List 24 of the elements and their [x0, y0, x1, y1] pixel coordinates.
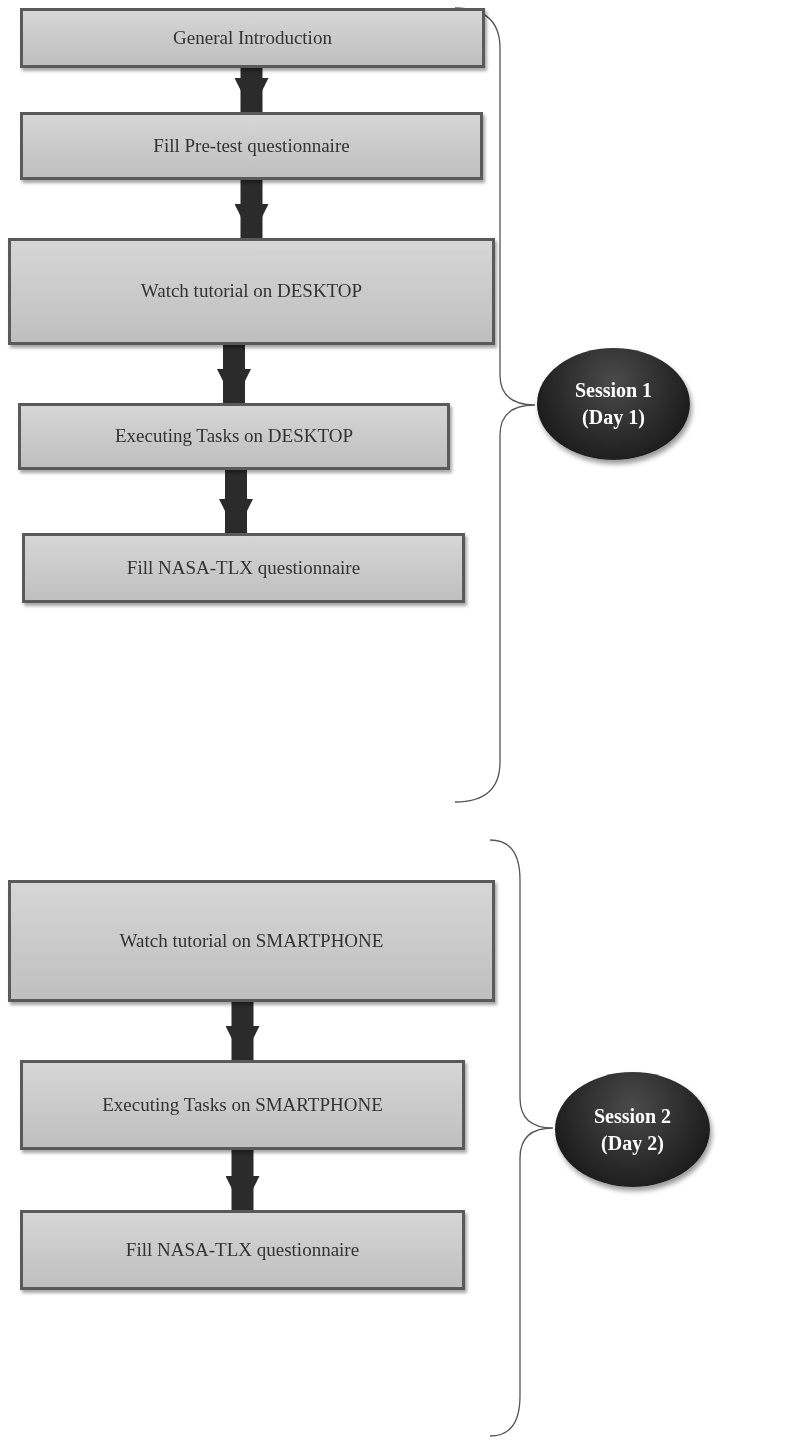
process-box — [8, 238, 495, 345]
step-text: Fill NASA-TLX questionnaire — [126, 555, 361, 580]
step-text: Executing Tasks on DESKTOP — [114, 424, 354, 449]
block-arrow — [225, 1002, 260, 1060]
process-box — [18, 403, 450, 470]
step-text: Watch tutorial on DESKTOP — [140, 279, 363, 304]
block-arrow — [217, 345, 251, 403]
process-box — [22, 533, 465, 603]
step-text: General Introduction — [173, 25, 332, 50]
process-box — [20, 8, 485, 68]
process-box — [8, 880, 495, 1002]
step-text: Executing Tasks on SMARTPHONE — [102, 1092, 383, 1117]
block-arrow — [225, 1150, 260, 1210]
block-arrow — [234, 180, 269, 238]
step-text: Fill Pre-test questionnaire — [153, 133, 350, 158]
block-arrow — [234, 68, 269, 112]
process-box — [20, 1210, 465, 1290]
block-arrow — [219, 470, 253, 533]
session-label: Session 1 (Day 1) — [573, 378, 654, 431]
process-box — [20, 1060, 465, 1150]
process-box — [20, 112, 483, 180]
step-text: Fill NASA-TLX questionnaire — [125, 1237, 360, 1262]
session-label: Session 2 (Day 2) — [592, 1103, 673, 1157]
step-text: Watch tutorial on SMARTPHONE — [119, 928, 384, 953]
